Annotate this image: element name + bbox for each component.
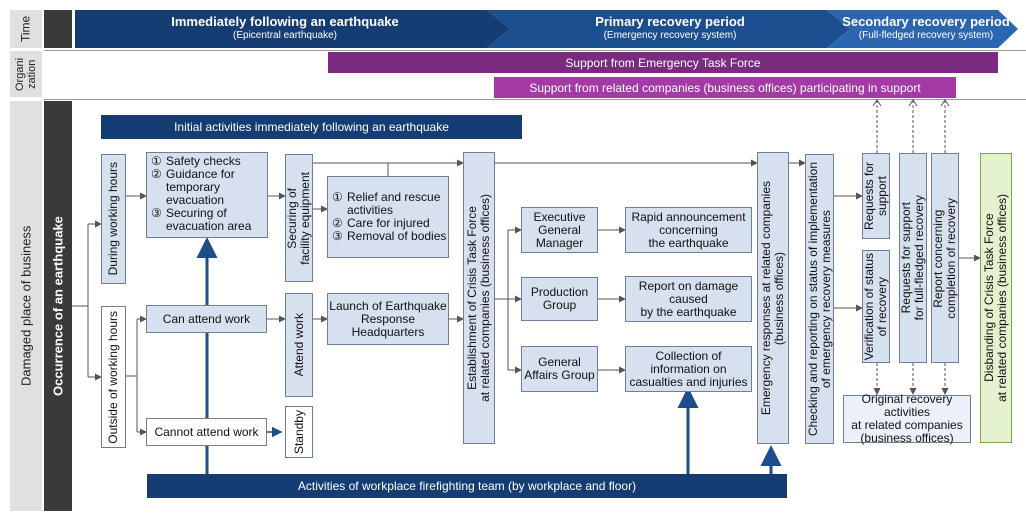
phase-2-subtitle: (Emergency recovery system) bbox=[603, 30, 737, 41]
checking-reporting-text: Checking and reporting on status of impl… bbox=[805, 161, 833, 437]
production-group-text: Production Group bbox=[530, 285, 589, 312]
original-recovery-text: Original recovery activities at related … bbox=[851, 392, 963, 445]
org-row-divider-top bbox=[44, 50, 1026, 51]
cannot-attend-work-box: Cannot attend work bbox=[146, 418, 267, 446]
requests-full-recovery-box: Requests for support for full-fledged re… bbox=[899, 153, 927, 363]
verification-status-box: Verification of status of recovery bbox=[862, 250, 890, 363]
collection-information-box: Collection of information on casualties … bbox=[625, 346, 752, 392]
securing-facility-box: Securing of facility equipment bbox=[285, 154, 313, 282]
can-attend-work-text: Can attend work bbox=[162, 311, 251, 326]
checking-reporting-box: Checking and reporting on status of impl… bbox=[805, 154, 834, 444]
report-damage-text: Report on damage caused by the earthquak… bbox=[638, 278, 739, 319]
outside-working-hours-box: Outside of working hours bbox=[101, 306, 126, 448]
requests-support-box: Requests for support bbox=[862, 153, 890, 239]
task-force-support-bar: Support from Emergency Task Force bbox=[328, 52, 998, 73]
phase-1-title: Immediately following an earthquake bbox=[171, 14, 399, 29]
phase-2: Primary recovery period (Emergency recov… bbox=[510, 14, 830, 46]
report-completion-box: Report concerning completion of recovery bbox=[931, 153, 959, 363]
damaged-place-cell: Damaged place of business bbox=[10, 101, 42, 511]
securing-facility-text: Securing of facility equipment bbox=[285, 171, 312, 265]
org-row-label-cell: Organi zation bbox=[10, 51, 42, 97]
launch-hq-box: Launch of Earthquake Response Headquarte… bbox=[327, 293, 449, 345]
executive-manager-text: Executive General Manager bbox=[533, 209, 586, 250]
initial-activities-text: Initial activities immediately following… bbox=[174, 120, 449, 134]
rapid-announcement-text: Rapid announcement concerning the earthq… bbox=[631, 209, 746, 250]
task-force-support-text: Support from Emergency Task Force bbox=[565, 55, 761, 70]
production-group-box: Production Group bbox=[521, 277, 598, 321]
initial-activities-banner: Initial activities immediately following… bbox=[101, 115, 522, 139]
general-affairs-box: General Affairs Group bbox=[521, 346, 598, 392]
firefighting-text: Activities of workplace firefighting tea… bbox=[297, 479, 637, 493]
time-spacer-dark bbox=[44, 10, 72, 48]
occurrence-cell: Occurrence of an earthquake bbox=[44, 101, 72, 511]
standby-text: Standby bbox=[291, 409, 306, 455]
launch-hq-text: Launch of Earthquake Response Headquarte… bbox=[329, 298, 447, 339]
phase-3: Secondary recovery period (Full-fledged … bbox=[840, 14, 1012, 46]
firefighting-banner: Activities of workplace firefighting tea… bbox=[147, 474, 787, 498]
during-working-hours-text: During working hours bbox=[106, 162, 120, 276]
cannot-attend-work-text: Cannot attend work bbox=[154, 424, 259, 439]
phase-3-title: Secondary recovery period bbox=[842, 14, 1010, 29]
rapid-announcement-box: Rapid announcement concerning the earthq… bbox=[625, 207, 752, 253]
attend-work-text: Attend work bbox=[291, 313, 306, 377]
requests-full-recovery-text: Requests for support for full-fledged re… bbox=[899, 195, 926, 321]
emergency-responses-text: Emergency responses at related companies… bbox=[759, 180, 786, 416]
requests-support-text: Requests for support bbox=[862, 161, 889, 231]
report-damage-box: Report on damage caused by the earthquak… bbox=[625, 276, 752, 322]
original-recovery-box: Original recovery activities at related … bbox=[843, 392, 971, 445]
org-row-divider-bottom bbox=[44, 99, 1026, 100]
during-working-hours-box: During working hours bbox=[101, 154, 126, 284]
executive-manager-box: Executive General Manager bbox=[521, 207, 598, 253]
can-attend-work-box: Can attend work bbox=[146, 305, 267, 333]
time-row-label-cell: Time bbox=[10, 10, 42, 48]
phase-arrow-3 bbox=[827, 10, 1018, 48]
phase-1-subtitle: (Epicentral earthquake) bbox=[233, 30, 337, 41]
phase-3-subtitle: (Full-fledged recovery system) bbox=[858, 30, 994, 41]
report-completion-text: Report concerning completion of recovery bbox=[931, 197, 958, 319]
establishment-task-force-text: Establishment of Crisis Task Force at re… bbox=[465, 194, 492, 402]
collection-information-text: Collection of information on casualties … bbox=[629, 348, 748, 389]
outside-working-hours-text: Outside of working hours bbox=[106, 310, 120, 444]
phase-2-title: Primary recovery period bbox=[595, 14, 745, 29]
disbanding-text: Disbanding of Crisis Task Force at relat… bbox=[982, 194, 1009, 402]
phase-arrow-1 bbox=[75, 10, 510, 48]
emergency-responses-box: Emergency responses at related companies… bbox=[757, 152, 789, 444]
disbanding-box: Disbanding of Crisis Task Force at relat… bbox=[980, 153, 1012, 443]
related-companies-support-bar: Support from related companies (business… bbox=[494, 77, 956, 98]
attend-work-box: Attend work bbox=[285, 293, 313, 397]
verification-status-text: Verification of status of recovery bbox=[862, 252, 889, 361]
phase-arrow-2 bbox=[487, 10, 850, 48]
related-companies-support-text: Support from related companies (business… bbox=[529, 80, 921, 95]
general-affairs-text: General Affairs Group bbox=[524, 355, 595, 382]
standby-box: Standby bbox=[285, 406, 313, 458]
phase-1: Immediately following an earthquake (Epi… bbox=[90, 14, 480, 46]
establishment-task-force-box: Establishment of Crisis Task Force at re… bbox=[463, 152, 495, 444]
